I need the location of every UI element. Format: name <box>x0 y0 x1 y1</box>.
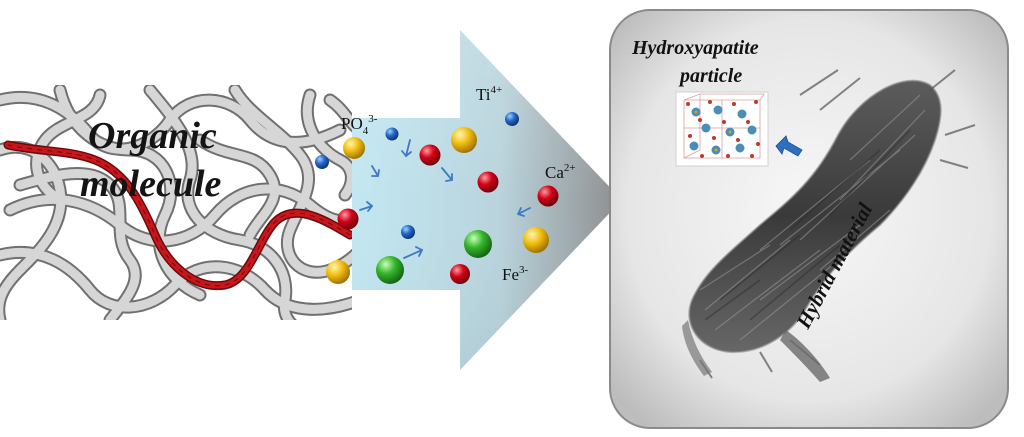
arrow-icon <box>371 165 380 177</box>
blue-ion <box>315 155 329 169</box>
titanium-ion-label: Ti4+ <box>476 84 502 104</box>
blue-ion <box>401 225 415 239</box>
ion-particles <box>315 112 559 284</box>
crystal-atoms <box>686 100 760 158</box>
phosphate-ion-label: PO43- <box>341 113 378 137</box>
iron-sup: 3- <box>519 264 529 276</box>
calcium-sup: 2+ <box>564 162 576 174</box>
green-ion <box>376 256 404 284</box>
hydroxyapatite-label-line1: Hydroxyapatite <box>631 37 759 59</box>
iron-ion-label: Fe3- <box>502 264 529 284</box>
arrow-icon <box>401 139 412 157</box>
blue-ion <box>385 127 399 141</box>
organic-molecule-label-line2: molecule <box>80 163 222 205</box>
arrow-icon <box>517 207 531 217</box>
iron-base: Fe <box>502 265 519 284</box>
yellow-ion <box>451 127 477 153</box>
process-arrow <box>352 30 622 370</box>
arrow-icon <box>403 246 423 259</box>
hybrid-fiber-image <box>682 69 976 382</box>
titanium-base: Ti <box>476 85 491 104</box>
polymer-chain <box>3 140 352 291</box>
phosphate-sup: 3- <box>368 113 378 125</box>
red-ion <box>450 264 470 284</box>
arrow-icon <box>441 167 453 182</box>
organic-molecule-label-line1: Organic <box>88 115 217 157</box>
yellow-ion <box>523 227 549 253</box>
ion-motion-arrows <box>359 139 531 259</box>
red-ion <box>477 171 499 193</box>
green-ion <box>464 230 492 258</box>
titanium-sup: 4+ <box>491 84 503 96</box>
red-ion <box>337 208 359 230</box>
red-ion <box>419 144 441 166</box>
organic-fiber-network <box>0 85 352 320</box>
phosphate-sub: 4 <box>363 125 369 137</box>
phosphate-base: PO <box>341 114 363 133</box>
yellow-ion <box>326 260 350 284</box>
pointer-arrow-icon <box>775 135 803 157</box>
blue-ion <box>505 112 519 126</box>
crystal-structure-inset <box>675 91 769 167</box>
tem-image-panel <box>609 9 1009 429</box>
hydroxyapatite-label-line2: particle <box>678 65 742 87</box>
red-ion <box>537 185 559 207</box>
arrow-icon <box>359 201 373 212</box>
calcium-ion-label: Ca2+ <box>545 162 576 182</box>
yellow-ion <box>343 137 365 159</box>
calcium-base: Ca <box>545 163 564 182</box>
